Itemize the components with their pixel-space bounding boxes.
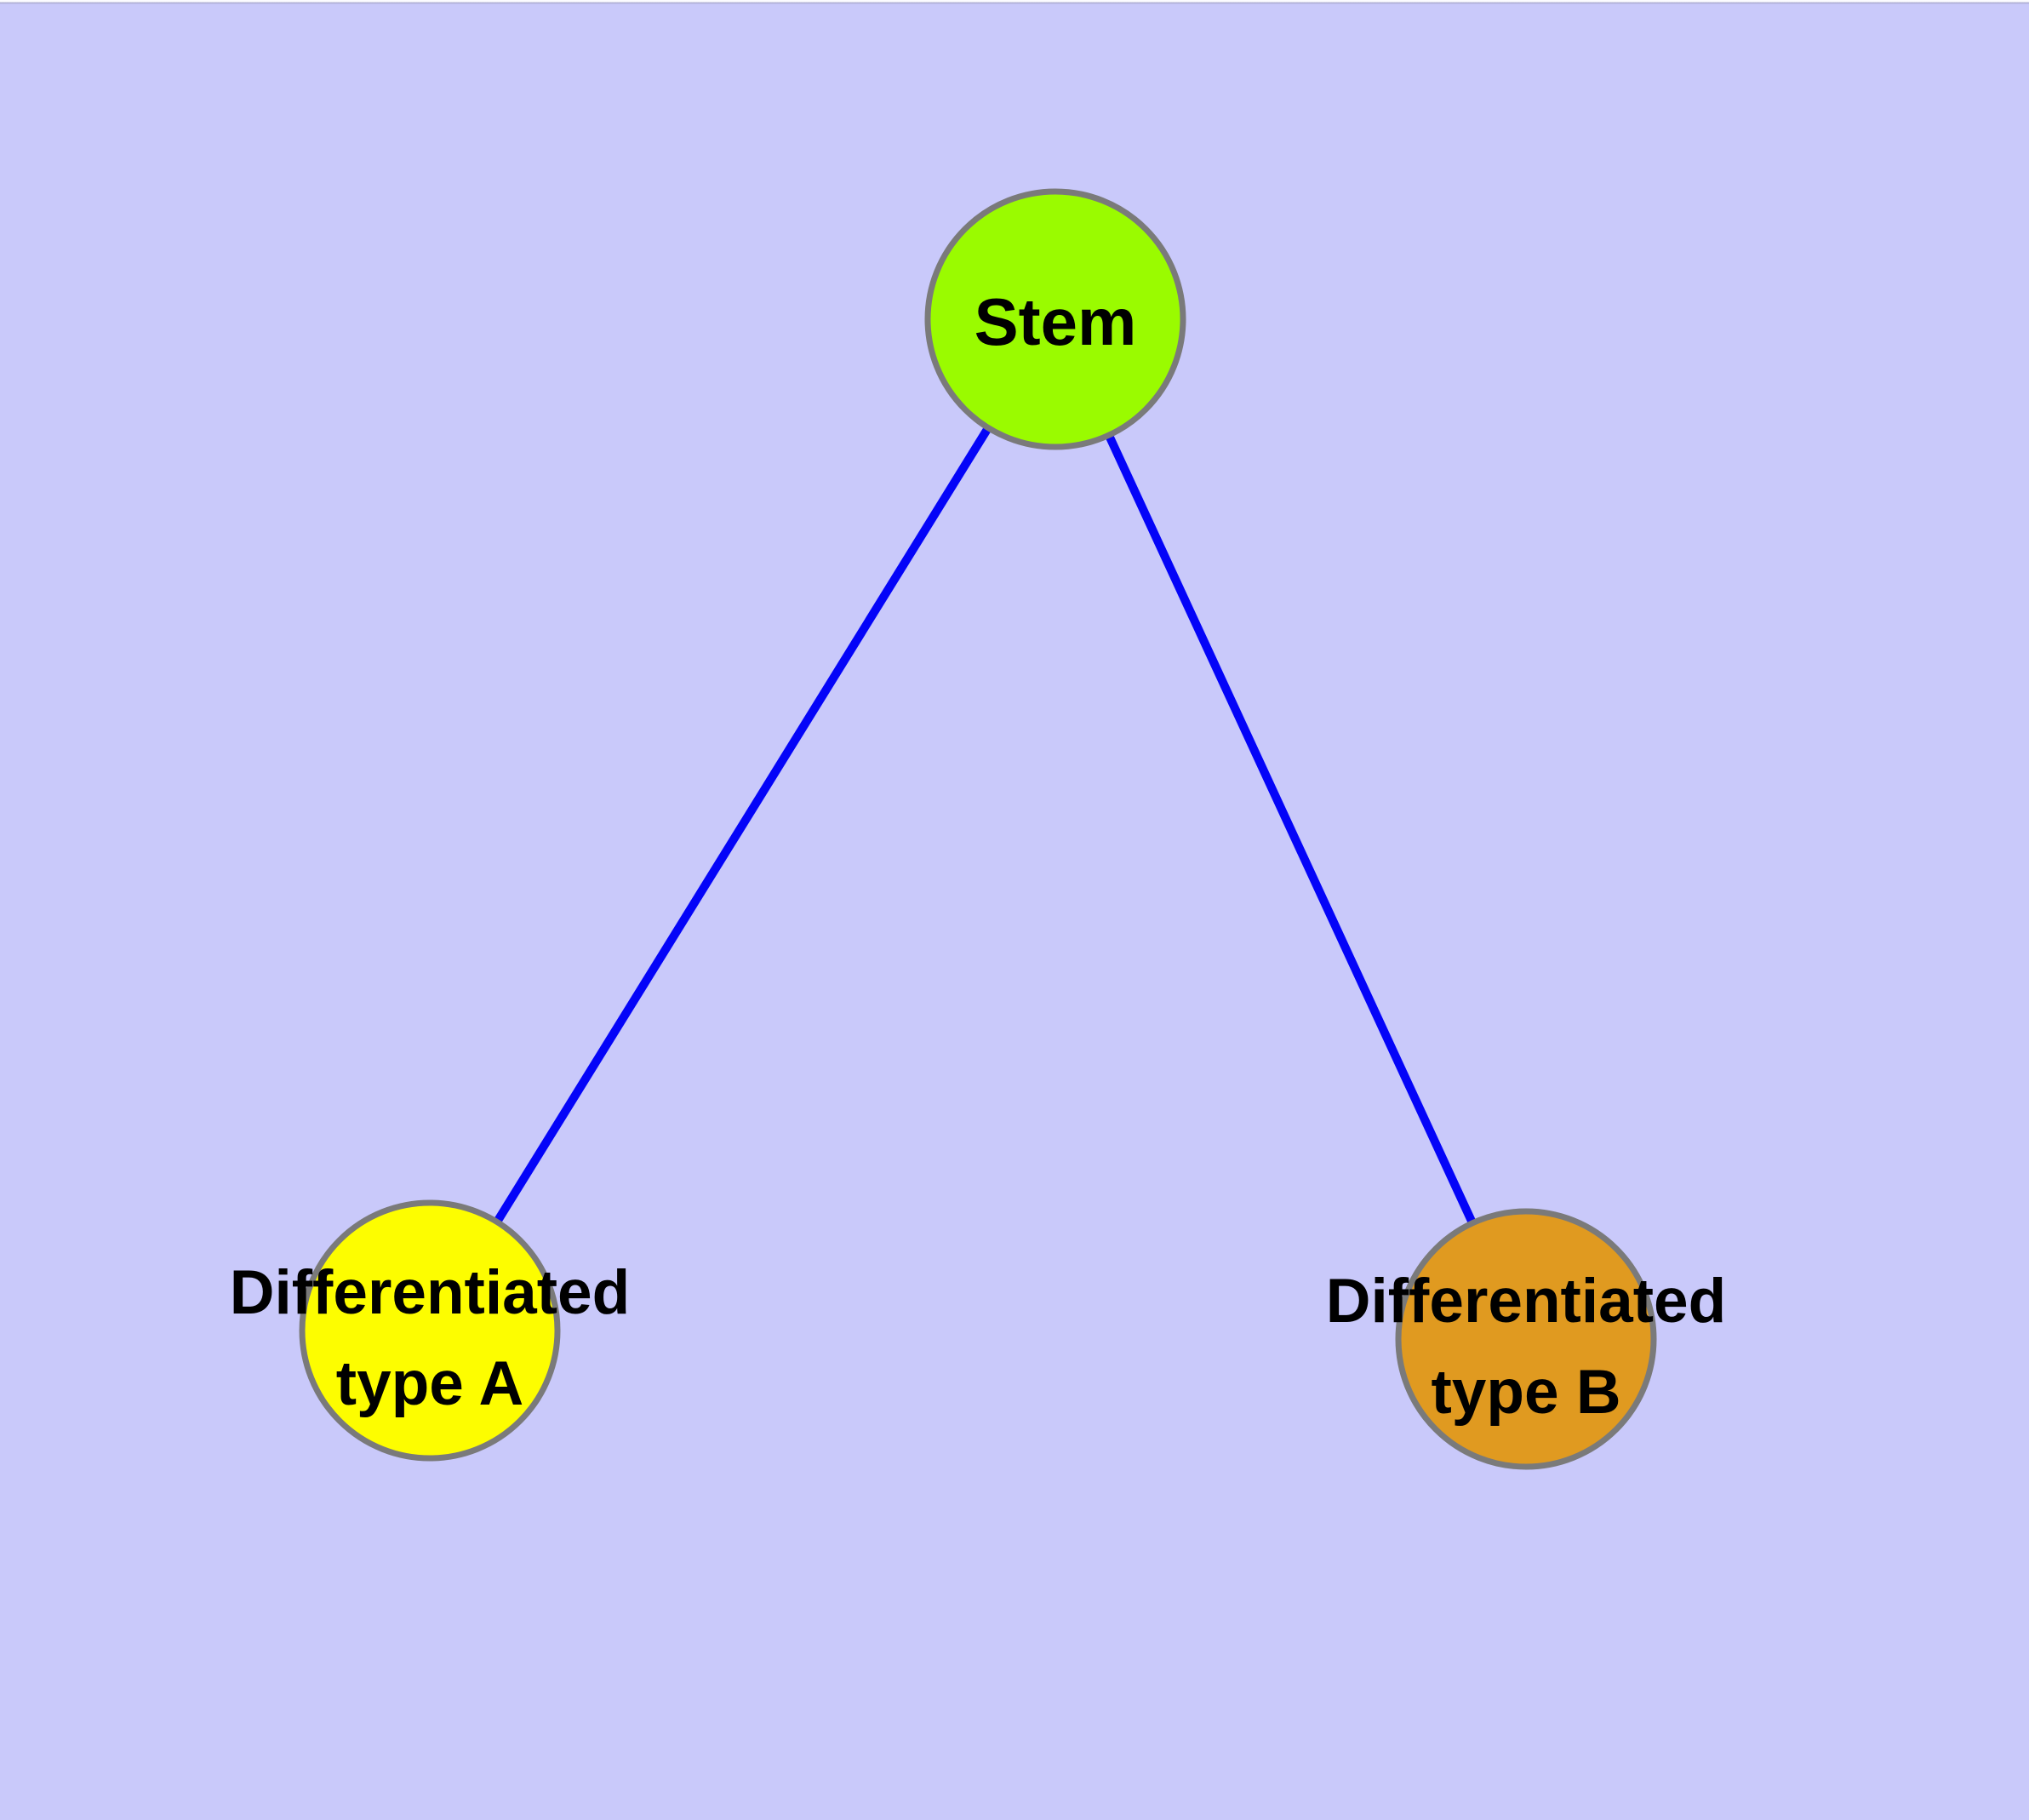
node-stem[interactable]: Stem xyxy=(924,188,1186,450)
node-stem-label: Stem xyxy=(974,284,1137,359)
node-type-a[interactable]: Differentiated type A xyxy=(230,1199,631,1462)
node-stem-circle[interactable] xyxy=(924,188,1186,450)
edge-stem-to-type-b[interactable] xyxy=(1051,317,1530,1342)
edge-stem-to-type-a[interactable] xyxy=(426,317,1060,1333)
node-type-a-circle[interactable] xyxy=(299,1199,561,1462)
node-type-b-label-line2: type B xyxy=(1431,1358,1620,1427)
node-type-a-label-line2: type A xyxy=(336,1349,523,1418)
node-type-b[interactable]: Differentiated type B xyxy=(1326,1208,1727,1470)
node-type-b-circle[interactable] xyxy=(1395,1208,1657,1470)
node-type-b-label-line1: Differentiated xyxy=(1326,1267,1727,1336)
node-type-a-label-line1: Differentiated xyxy=(230,1258,631,1327)
